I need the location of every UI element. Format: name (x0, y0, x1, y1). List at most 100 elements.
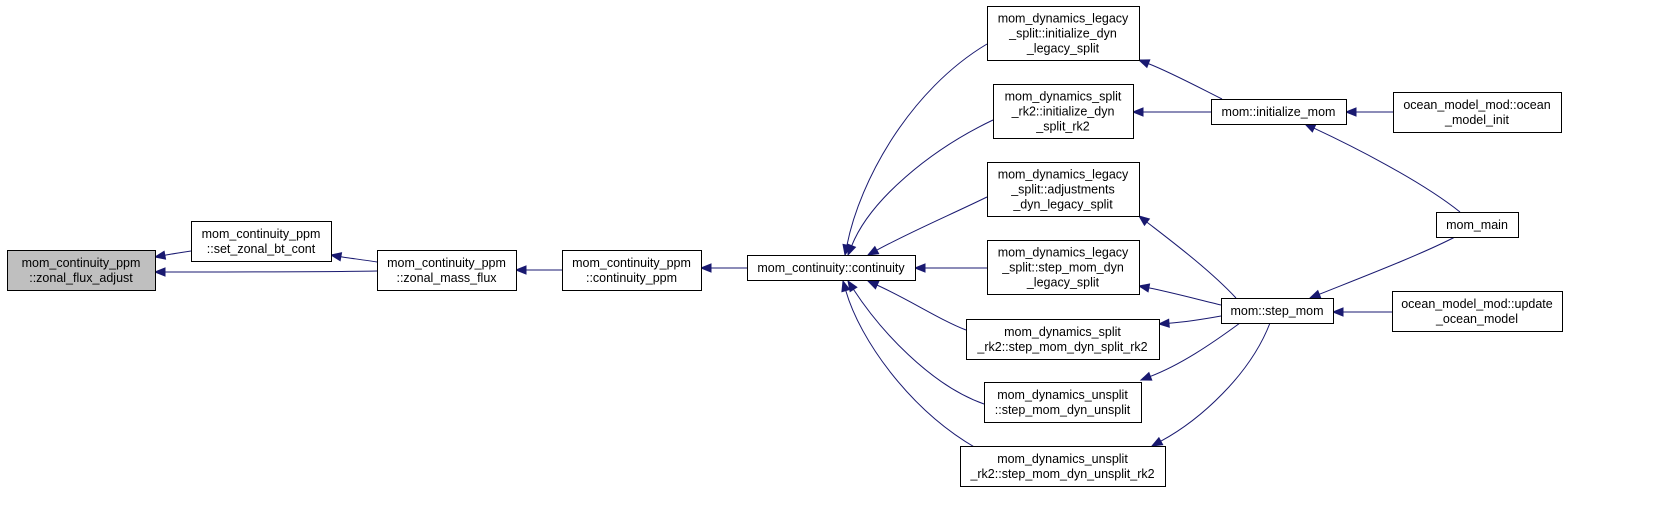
edge-step_mom-to-dls_step (1137, 283, 1222, 306)
edge-arrowhead (1331, 307, 1344, 317)
edge-line (1150, 322, 1241, 377)
node-label-line: _rk2::step_mom_dyn_unsplit_rk2 (969, 467, 1154, 481)
node-szbc[interactable]: mom_continuity_ppm::set_zonal_bt_cont (191, 221, 332, 262)
node-dsr-init[interactable]: mom_dynamics_split_rk2::initialize_dyn_s… (993, 84, 1134, 139)
edge-arrowhead (1131, 107, 1144, 117)
node-label-line: _ocean_model (1435, 312, 1518, 326)
edge-mom_main-to-step_mom (1308, 236, 1456, 299)
edge-dur_step-to-cont (841, 279, 977, 449)
function-box (987, 6, 1140, 61)
edge-dsr_step-to-cont (866, 280, 967, 331)
edge-mom_main-to-init_mom (1303, 123, 1461, 213)
node-omm-init[interactable]: ocean_model_mod::ocean_model_init (1393, 92, 1562, 133)
edge-line (340, 256, 378, 263)
edge-line (1160, 322, 1271, 442)
node-label-line: _model_init (1444, 113, 1509, 127)
node-zfa[interactable]: mom_continuity_ppm::zonal_flux_adjust (7, 250, 156, 291)
edge-line (1168, 315, 1222, 324)
node-init-mom[interactable]: mom::initialize_mom (1211, 99, 1347, 125)
node-label-line: mom_dynamics_unsplit (997, 388, 1128, 402)
edge-init_mom-to-dls_init (1137, 59, 1223, 100)
edge-cont-to-cppm (699, 263, 747, 273)
node-dls-init[interactable]: mom_dynamics_legacy_split::initialize_dy… (987, 6, 1140, 61)
edge-step_mom-to-dsr_step (1157, 315, 1222, 328)
edge-dls_step-to-cont (913, 263, 987, 273)
edge-dsr_init-to-cont (847, 119, 994, 257)
node-label-line: mom_dynamics_unsplit (997, 452, 1128, 466)
edge-arrowhead (1157, 318, 1170, 328)
edge-arrowhead (1344, 107, 1357, 117)
node-cont[interactable]: mom_continuity::continuity (747, 255, 916, 281)
edge-arrowhead (1308, 289, 1322, 299)
node-dur-step[interactable]: mom_dynamics_unsplit_rk2::step_mom_dyn_u… (960, 446, 1166, 487)
edge-arrowhead (1303, 123, 1317, 133)
function-box (1393, 92, 1562, 133)
edge-line (853, 289, 985, 405)
node-label-line: ::set_zonal_bt_cont (207, 242, 316, 256)
edge-line (1313, 127, 1461, 213)
node-dsr-step[interactable]: mom_dynamics_split_rk2::step_mom_dyn_spl… (966, 319, 1160, 360)
function-box (562, 250, 702, 291)
node-dls-step[interactable]: mom_dynamics_legacy_split::step_mom_dyn_… (987, 240, 1140, 295)
edge-init_mom-to-dsr_init (1131, 107, 1211, 117)
node-label-line: mom::step_mom (1230, 304, 1323, 318)
edge-du_step-to-cont (847, 279, 985, 405)
node-label-line: _legacy_split (1026, 42, 1100, 56)
edge-line (164, 270, 378, 273)
node-omm-update[interactable]: ocean_model_mod::update_ocean_model (1392, 291, 1563, 332)
function-box (993, 84, 1134, 139)
node-label-line: mom_continuity_ppm (202, 227, 321, 241)
node-label-line: mom_dynamics_legacy (998, 12, 1129, 26)
function-box (984, 382, 1142, 423)
edge-step_mom-to-dls_adj (1137, 215, 1237, 299)
edge-omm_init-to-init_mom (1344, 107, 1393, 117)
edge-dls_adj-to-cont (866, 196, 988, 256)
edge-arrowhead (153, 267, 166, 277)
edge-arrowhead (1137, 283, 1151, 293)
edge-arrowhead (1137, 215, 1151, 227)
node-du-step[interactable]: mom_dynamics_unsplit::step_mom_dyn_unspl… (984, 382, 1142, 423)
node-label-line: _dyn_legacy_split (1012, 198, 1113, 212)
node-cppm[interactable]: mom_continuity_ppm::continuity_ppm (562, 250, 702, 291)
node-zmf[interactable]: mom_continuity_ppm::zonal_mass_flux (377, 250, 517, 291)
node-label-line: mom_dynamics_legacy (998, 246, 1129, 260)
node-label-line: mom_dynamics_split (1004, 325, 1121, 339)
node-label-line: _rk2::step_mom_dyn_split_rk2 (976, 340, 1147, 354)
edges-layer (153, 43, 1461, 449)
edge-zmf-to-zfa (153, 267, 378, 277)
function-box (1392, 291, 1563, 332)
node-label-line: mom_continuity::continuity (757, 261, 905, 275)
edge-arrowhead (1137, 59, 1151, 69)
edge-arrowhead (866, 280, 880, 290)
function-box (1221, 298, 1334, 324)
node-label-line: _rk2::initialize_dyn (1011, 105, 1115, 119)
node-label-line: _split::initialize_dyn (1008, 27, 1117, 41)
node-label-line: mom_continuity_ppm (387, 256, 506, 270)
node-step-mom[interactable]: mom::step_mom (1221, 298, 1334, 324)
node-label-line: mom_dynamics_legacy (998, 168, 1129, 182)
node-label-line: ::continuity_ppm (586, 271, 677, 285)
function-box (966, 319, 1160, 360)
node-label-line: ::zonal_mass_flux (396, 271, 497, 285)
node-label-line: mom_continuity_ppm (22, 256, 141, 270)
function-box (960, 446, 1166, 487)
function-box (377, 250, 517, 291)
node-dls-adj[interactable]: mom_dynamics_legacy_split::adjustments_d… (987, 162, 1140, 217)
node-label-line: mom::initialize_mom (1222, 105, 1336, 119)
node-mom-main[interactable]: mom_main (1436, 212, 1519, 238)
edge-line (1319, 236, 1456, 295)
edge-zmf-to-szbc (329, 252, 378, 263)
node-label-line: ::step_mom_dyn_unsplit (995, 403, 1131, 417)
node-label-line: _split::step_mom_dyn (1001, 261, 1124, 275)
function-box (747, 255, 916, 281)
node-label-line: _split_rk2 (1035, 120, 1090, 134)
node-label-line: _legacy_split (1026, 276, 1100, 290)
edge-dls_init-to-cont (842, 43, 988, 257)
edge-line (851, 119, 994, 246)
edge-line (876, 196, 988, 251)
edge-arrowhead (866, 245, 880, 256)
edge-arrowhead (329, 252, 343, 262)
edge-line (164, 250, 192, 256)
node-label-line: ocean_model_mod::ocean (1403, 98, 1550, 112)
